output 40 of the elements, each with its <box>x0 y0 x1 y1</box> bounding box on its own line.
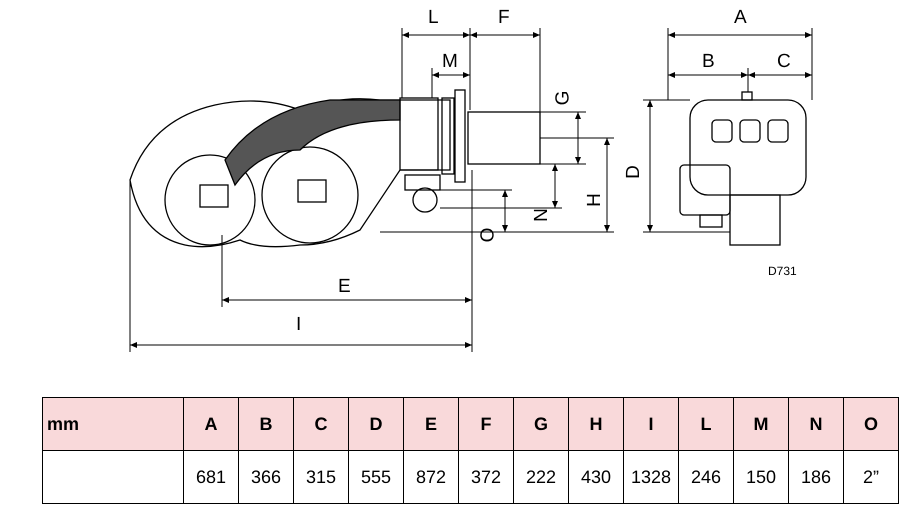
column-header: M <box>734 398 788 450</box>
column-header: C <box>294 398 348 450</box>
dimension-letter: N <box>532 208 552 222</box>
column-header: A <box>184 398 238 450</box>
dimension-letter: L <box>428 8 439 28</box>
table-value: 555 <box>348 450 404 504</box>
dimension-letter: I <box>296 315 302 335</box>
table-value: 1328 <box>624 450 678 504</box>
column-header: E <box>404 398 458 450</box>
column-header: I <box>624 398 678 450</box>
drawing-number: D731 <box>768 265 797 278</box>
column-header: O <box>844 398 898 450</box>
dimension-letter: F <box>498 8 510 28</box>
column-header: L <box>678 398 734 450</box>
dimension-letter: A <box>734 8 747 28</box>
table-value: 315 <box>294 450 348 504</box>
table-value: 872 <box>404 450 458 504</box>
table-value: 681 <box>184 450 238 504</box>
table-value: 186 <box>788 450 844 504</box>
column-header: D <box>348 398 404 450</box>
table-value: 222 <box>514 450 568 504</box>
dimension-letter: C <box>777 52 791 72</box>
table-value: 430 <box>568 450 624 504</box>
table-value: 2” <box>844 450 898 504</box>
table-value: 150 <box>734 450 788 504</box>
column-header: N <box>788 398 844 450</box>
column-header: F <box>458 398 514 450</box>
table-value: 246 <box>678 450 734 504</box>
dimension-letter: H <box>584 193 605 207</box>
dimension-letter: D <box>624 165 644 179</box>
column-header: G <box>514 398 568 450</box>
dimension-letter: M <box>442 52 458 72</box>
table-value: 366 <box>238 450 294 504</box>
dimension-letter: B <box>702 52 715 72</box>
column-header: H <box>568 398 624 450</box>
dimension-letter: G <box>553 90 574 106</box>
unit-header: mm <box>42 398 184 450</box>
dimension-letter: E <box>338 277 351 297</box>
table-value: 372 <box>458 450 514 504</box>
column-header: B <box>238 398 294 450</box>
